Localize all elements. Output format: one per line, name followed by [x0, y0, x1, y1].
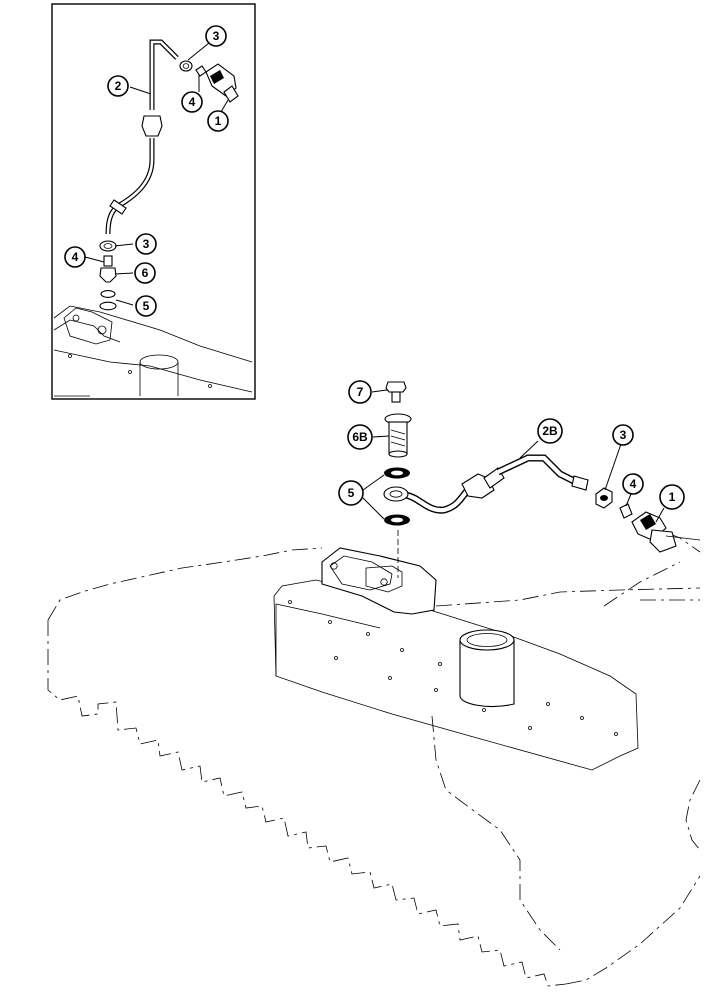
- svg-text:3: 3: [213, 29, 220, 43]
- svg-text:1: 1: [215, 114, 222, 128]
- inset-callout-3a: 3: [205, 25, 227, 47]
- inset-callout-5: 5: [135, 295, 157, 317]
- svg-text:4: 4: [630, 477, 637, 491]
- inset-callout-4a: 4: [181, 91, 203, 113]
- svg-text:6: 6: [142, 266, 149, 280]
- sealing-washer-upper: [384, 467, 410, 479]
- callout-1: 1: [659, 484, 685, 510]
- ring-4: [619, 503, 633, 519]
- svg-text:2B: 2B: [542, 424, 558, 438]
- outlet-boss: [459, 629, 515, 707]
- head-cover-plate: [273, 579, 639, 771]
- svg-text:3: 3: [620, 428, 627, 442]
- callout-5: 5: [338, 480, 364, 506]
- svg-text:5: 5: [143, 299, 150, 313]
- svg-text:5: 5: [348, 486, 355, 500]
- svg-text:2: 2: [115, 79, 122, 93]
- svg-text:6B: 6B: [352, 430, 368, 444]
- callout-6b: 6B: [347, 424, 373, 450]
- svg-text:4: 4: [189, 95, 196, 109]
- nut-3: [595, 487, 613, 509]
- inset-oil-pipe: [99, 39, 179, 311]
- inset-engine-outline: [53, 305, 253, 397]
- callout-3: 3: [612, 424, 634, 446]
- oil-pipe-2b: [383, 454, 589, 514]
- banjo-bolt-6b: [384, 413, 412, 458]
- inset-callout-6: 6: [134, 262, 156, 284]
- sealing-washer-lower: [384, 514, 410, 526]
- bolt-7: [385, 381, 407, 403]
- mounting-pad: [321, 547, 437, 615]
- callout-7: 7: [348, 380, 372, 404]
- inset-callout-1: 1: [207, 110, 229, 132]
- svg-text:4: 4: [72, 250, 79, 264]
- inset-callout-4b: 4: [64, 246, 86, 268]
- svg-text:3: 3: [143, 237, 150, 251]
- sensor-1: [631, 511, 701, 553]
- inset-detail: 2 3 4 1 3 4 6 5: [51, 3, 256, 400]
- svg-text:1: 1: [669, 490, 676, 504]
- inset-sensor-parts: [179, 60, 239, 103]
- inset-callout-2: 2: [107, 75, 129, 97]
- inset-callout-3b: 3: [135, 233, 157, 255]
- callout-4: 4: [622, 473, 644, 495]
- svg-text:7: 7: [357, 385, 364, 399]
- callout-2b: 2B: [537, 418, 563, 444]
